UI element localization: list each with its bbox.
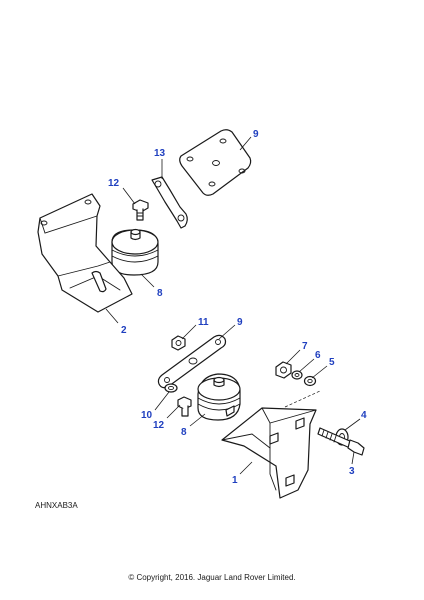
callout-10: 10 — [141, 410, 153, 421]
upper-mounting-rubber-part-8 — [111, 228, 159, 276]
upper-plate-part-9 — [179, 129, 252, 196]
callout-12-upper: 12 — [108, 178, 120, 189]
callout-7: 7 — [302, 341, 308, 352]
leader-lines — [105, 136, 361, 475]
callout-12-lower: 12 — [153, 420, 165, 431]
washer-part-6 — [291, 370, 303, 380]
callout-4: 4 — [361, 410, 367, 421]
bolt-part-3 — [317, 427, 365, 456]
washer-part-5 — [303, 375, 317, 387]
upper-chassis-bracket-part-2 — [37, 193, 133, 313]
nut-part-7 — [275, 361, 292, 379]
callout-3: 3 — [349, 466, 355, 477]
copyright-notice: © Copyright, 2016. Jaguar Land Rover Lim… — [128, 573, 296, 582]
callout-8-upper: 8 — [157, 288, 163, 299]
callout-5: 5 — [329, 357, 335, 368]
callout-1: 1 — [232, 475, 238, 486]
callout-11: 11 — [198, 317, 209, 328]
lower-washer-part-10 — [164, 383, 178, 393]
upper-bracket-part-13 — [151, 176, 188, 229]
callout-13: 13 — [154, 148, 166, 159]
lower-nut-part-11 — [171, 335, 186, 351]
callout-9-lower: 9 — [237, 317, 243, 328]
callout-numbers: 9 13 12 8 2 11 9 7 6 5 4 10 12 8 3 1 — [108, 129, 367, 486]
lower-plate-part-9 — [157, 334, 227, 389]
diagram-reference-code: AHNXAB3A — [35, 501, 78, 510]
callout-6: 6 — [315, 350, 321, 361]
callout-2: 2 — [121, 325, 127, 336]
lower-bolt-part-12 — [177, 396, 192, 417]
lower-mounting-rubber-part-8 — [197, 373, 241, 421]
callout-8-lower: 8 — [181, 427, 187, 438]
lower-chassis-bracket-part-1 — [221, 390, 321, 499]
callout-9-upper: 9 — [253, 129, 259, 140]
upper-bolt-part-12 — [132, 199, 149, 221]
